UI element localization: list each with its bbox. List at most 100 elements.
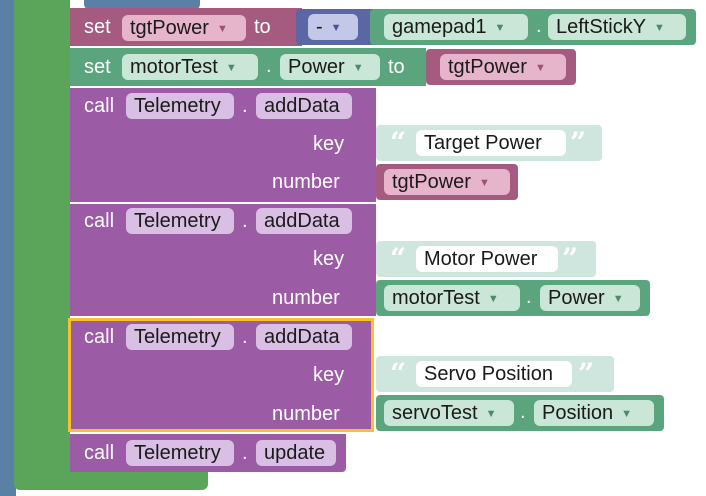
variable-name: servoTest [392,402,478,424]
number-label: number [272,287,340,309]
number-label: number [272,171,340,193]
telemetry-object[interactable]: Telemetry [126,324,234,350]
chevron-down-icon: ▼ [478,177,490,189]
call-keyword: call [84,210,115,232]
motor-power-number-block[interactable]: motorTest ▼ . Power▼ [376,280,650,316]
object-name: Telemetry [134,326,221,348]
property-name: Power [548,287,605,309]
tgtpower-variable-dropdown[interactable]: tgtPower ▼ [122,15,246,41]
adddata-method[interactable]: addData [256,208,352,234]
quote-close-icon: ” [578,357,595,390]
motor-property-dropdown[interactable]: Power▼ [540,285,640,311]
chevron-down-icon: ▼ [621,408,633,420]
chevron-down-icon: ▼ [494,22,506,34]
telemetry-object[interactable]: Telemetry [126,208,234,234]
dot-separator: . [266,55,272,77]
text-value: Target Power [424,132,542,154]
text-value: Servo Position [424,363,553,385]
gamepad-property-name: LeftStickY [556,16,647,38]
gamepad-name: gamepad1 [392,16,487,38]
quote-open-icon: “ [390,357,407,390]
call-keyword: call [84,326,115,348]
loop-block-bottom [14,472,208,490]
tgtpower-value-block[interactable]: tgtPower ▼ [426,49,576,85]
chevron-down-icon: ▼ [654,22,665,34]
gamepad-property-dropdown[interactable]: LeftStickY ▼ [548,14,686,40]
servo-position-number-block[interactable]: servoTest▼ . Position▼ [376,395,664,431]
set-motor-power-block[interactable]: set motorTest ▼ . Power ▼ to [70,48,426,86]
key-label: key [313,133,345,155]
adddata-method[interactable]: addData [256,93,352,119]
set-tgtpower-block[interactable]: set tgtPower ▼ to [70,8,302,46]
servo-position-text-field[interactable]: Servo Position [416,361,572,387]
tgtpower-getter-dropdown[interactable]: tgtPower ▼ [384,169,510,195]
call-keyword: call [84,95,115,117]
chevron-down-icon: ▼ [487,293,499,305]
update-method[interactable]: update [256,440,336,466]
telemetry-adddata-block-3[interactable]: call Telemetry . addData key number [68,318,374,432]
variable-name: tgtPower [392,171,471,193]
motor-power-text-block[interactable]: “ Motor Power ” [376,241,596,277]
call-keyword: call [84,442,115,464]
key-label: key [313,364,345,386]
dot-separator: . [242,326,248,348]
target-power-text-field[interactable]: Target Power [416,130,566,156]
set-keyword: set [84,16,111,38]
object-name: Telemetry [134,442,221,464]
chevron-down-icon: ▼ [534,62,546,74]
quote-close-icon: ” [570,126,587,159]
adddata-method[interactable]: addData [256,324,352,350]
servotest-getter-dropdown[interactable]: servoTest ▼ [384,400,514,426]
motor-power-text-field[interactable]: Motor Power [416,246,558,272]
loop-block[interactable] [14,0,70,486]
motortest-variable-dropdown[interactable]: motorTest ▼ [122,54,258,80]
chevron-down-icon: ▼ [352,62,364,74]
to-keyword: to [254,16,271,38]
method-name: addData [264,326,340,348]
target-power-text-block[interactable]: “ Target Power ” [376,125,602,161]
chevron-down-icon: ▼ [216,23,228,35]
telemetry-object[interactable]: Telemetry [126,440,234,466]
motor-property-name: Power [288,56,345,78]
text-value: Motor Power [424,248,538,270]
variable-name: tgtPower [448,56,527,78]
gamepad-dropdown[interactable]: gamepad1 ▼ [384,14,528,40]
tgtpower-number-block[interactable]: tgtPower ▼ [376,164,518,200]
side-bar [0,0,16,496]
quote-open-icon: “ [390,242,407,275]
negate-block[interactable]: -▼ [296,9,376,45]
chevron-down-icon: ▼ [225,62,237,74]
servo-property-dropdown[interactable]: Position▼ [534,400,654,426]
dot-separator: . [242,210,248,232]
chevron-down-icon: ▼ [330,22,342,34]
key-label: key [313,248,345,270]
tgtpower-getter-dropdown[interactable]: tgtPower ▼ [440,54,566,80]
telemetry-object[interactable]: Telemetry [126,93,234,119]
set-keyword: set [84,56,111,78]
method-name: addData [264,210,340,232]
servo-position-text-block[interactable]: “ Servo Position ” [376,356,614,392]
operator-label: - [316,16,323,38]
telemetry-adddata-block-2[interactable]: call Telemetry . addData key number [70,204,376,316]
motortest-getter-dropdown[interactable]: motorTest ▼ [384,285,520,311]
object-name: Telemetry [134,210,221,232]
quote-open-icon: “ [390,126,407,159]
number-label: number [272,403,340,425]
object-name: Telemetry [134,95,221,117]
telemetry-update-block[interactable]: call Telemetry . update [70,434,346,472]
top-block-notch [84,0,200,10]
variable-name: motorTest [392,287,480,309]
quote-close-icon: ” [562,242,579,275]
operator-dropdown[interactable]: -▼ [308,14,358,40]
dot-separator: . [526,286,532,308]
to-keyword: to [388,56,405,78]
variable-name: motorTest [130,56,218,78]
dot-separator: . [536,15,542,37]
motor-property-dropdown[interactable]: Power ▼ [280,54,380,80]
telemetry-adddata-block-1[interactable]: call Telemetry . addData key number [70,88,376,202]
gamepad-leftsticky-block[interactable]: gamepad1 ▼ . LeftStickY ▼ [370,9,696,45]
dot-separator: . [242,95,248,117]
variable-name: tgtPower [130,17,209,39]
dot-separator: . [242,442,248,464]
chevron-down-icon: ▼ [485,408,497,420]
